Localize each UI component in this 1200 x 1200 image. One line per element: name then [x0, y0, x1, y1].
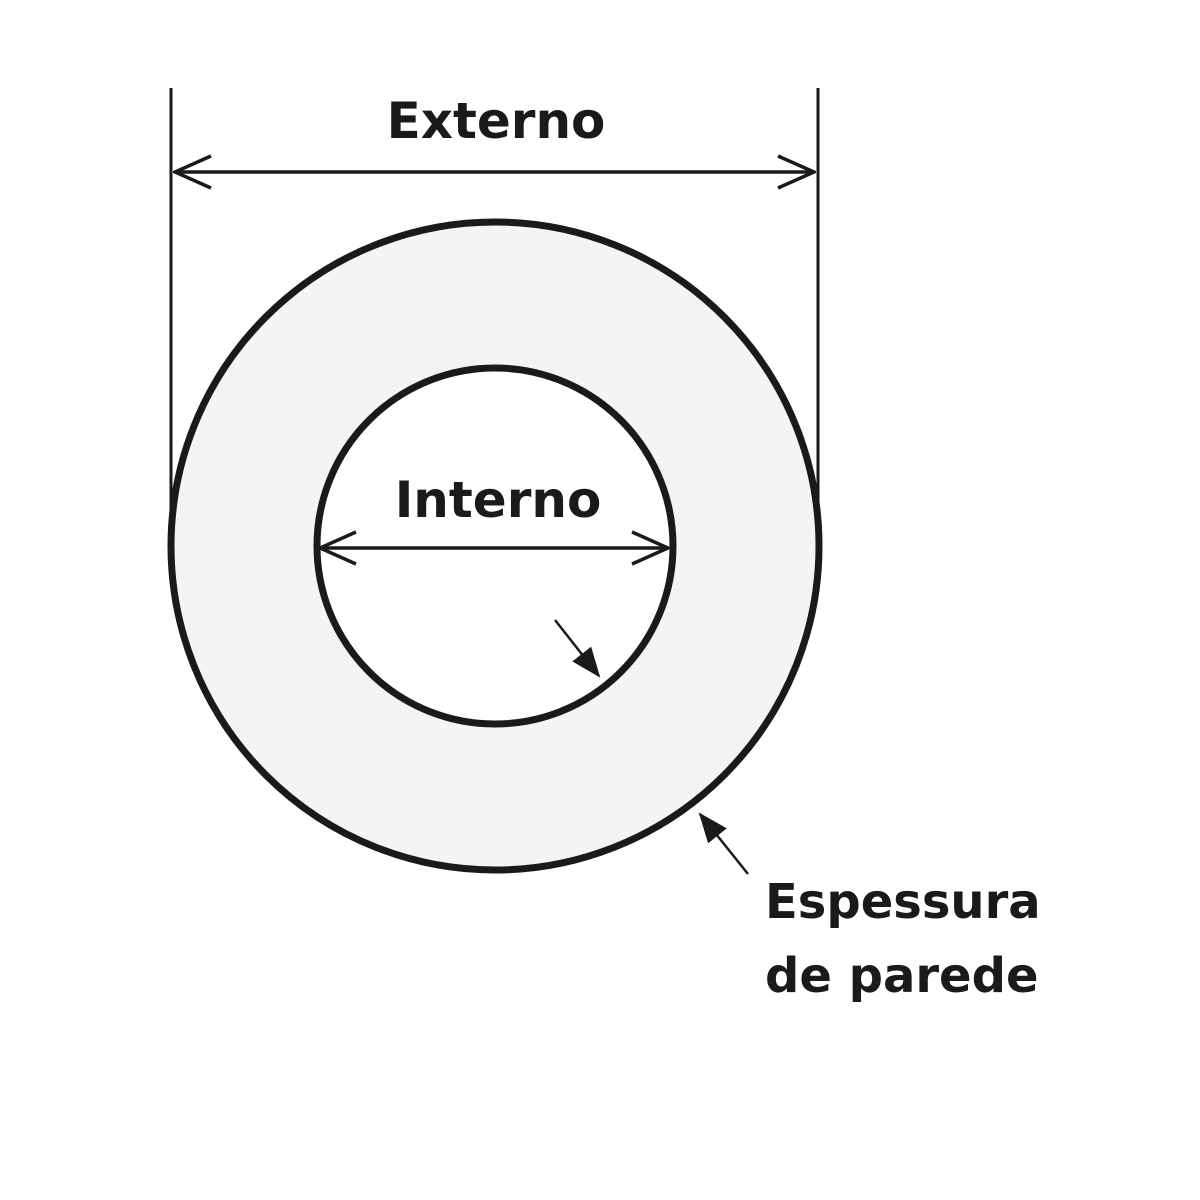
outer-diameter-label: Externo	[387, 92, 606, 150]
wall-thickness-label-line1: Espessura	[765, 874, 1041, 930]
wall-thickness-inner-pointer	[554, 619, 601, 678]
inner-diameter-label: Interno	[395, 471, 602, 529]
inner-bore-circle	[313, 364, 677, 728]
wall-thickness-outer-pointer	[698, 812, 749, 875]
wall-thickness-label-line2: de parede	[765, 948, 1039, 1004]
